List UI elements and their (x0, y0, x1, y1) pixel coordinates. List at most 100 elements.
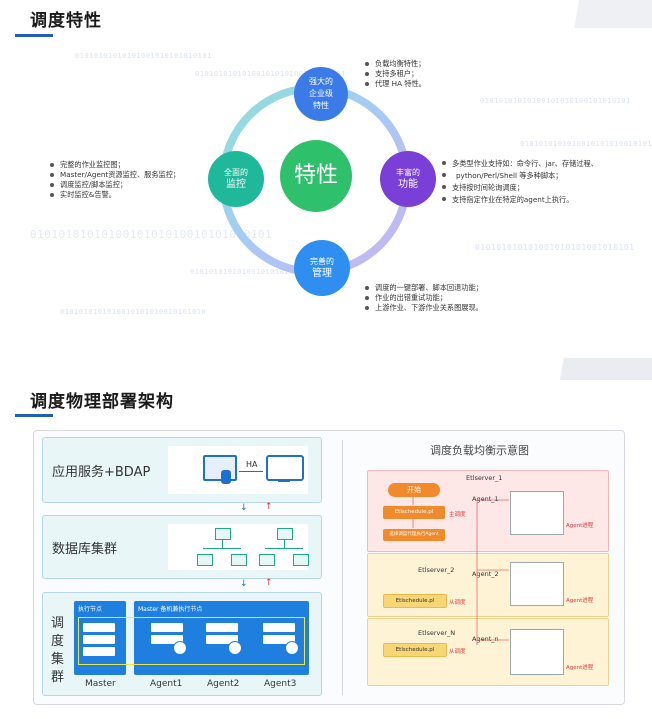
ha-label: HA (246, 460, 258, 469)
agent-name: Agent_1 (472, 495, 499, 503)
hand-icon (221, 470, 231, 484)
agent-role: Agent进程 (566, 523, 594, 529)
feature-top-line3: 特性 (313, 101, 329, 110)
dispatch-node: 选择调度代理执行Agent (383, 529, 445, 541)
agent-process-box (510, 562, 564, 606)
center-feature-circle: 特性 (280, 140, 352, 212)
app-service-box: 应用服务+BDAP HA (42, 437, 322, 503)
server-panel-2: Etlserver_2 Agent_2 Etlschedule.pl 从调度 A… (367, 553, 609, 617)
scheduler-node: Etlschedule.pl (383, 643, 447, 657)
start-node: 开始 (388, 483, 440, 497)
feature-top-line2: 企业级 (309, 89, 333, 98)
agent-role: Agent进程 (566, 665, 594, 671)
highlight-frame (78, 617, 305, 665)
scheduler-role: 从调度 (449, 600, 466, 606)
database-cluster-label: 数据库集群 (52, 542, 118, 557)
load-balance-title: 调度负载均衡示意图 (430, 444, 529, 457)
corner-decoration (545, 0, 652, 28)
binary-decoration: 01010101010100101010100101010101 (520, 140, 652, 148)
agent-name: Agent_2 (472, 570, 499, 578)
list-item: 多类型作业支持如：命令行、jar、存储过程、 (442, 158, 598, 170)
list-item: 调度的一键部署、脚本回退功能； (365, 283, 483, 293)
exec-node-label: 执行节点 (78, 606, 103, 613)
scheduler-role: 从调度 (449, 649, 466, 655)
server-icon (263, 623, 299, 657)
monitor-stand (278, 479, 290, 482)
server-name: Etlserver_N (418, 629, 456, 637)
feature-list-top: 负载均衡特性； 支持多租户； 代理 HA 特性。 (365, 59, 426, 89)
list-item: 支持多租户； (365, 69, 426, 79)
feature-circle-bottom: 完善的 管理 (294, 240, 350, 296)
server-icon (206, 623, 242, 657)
server-icon (151, 623, 187, 657)
feature-bottom-line1: 完善的 (310, 257, 334, 266)
agent-name: Agent_n (472, 635, 499, 643)
scheduler-role: 主调度 (449, 512, 466, 518)
feature-list-bottom: 调度的一键部署、脚本回退功能； 作业的出错重试功能； 上游作业、下游作业关系图展… (365, 283, 483, 313)
section-title-architecture: 调度物理部署架构 (30, 392, 174, 412)
binary-decoration: 0101010101010010101010010101010 (60, 308, 207, 316)
down-arrow: ↓ (240, 579, 248, 589)
monitor-icon (266, 455, 304, 481)
down-arrow: ↓ (240, 503, 248, 513)
agent-process-box (510, 629, 564, 675)
binary-decoration: 01010101010101001010101010101 (75, 52, 212, 60)
center-label: 特性 (293, 163, 338, 188)
up-arrow: ↑ (265, 502, 273, 512)
section-underline (15, 34, 53, 37)
list-item: 完整的作业监控图； (50, 160, 180, 170)
feature-left-line2: 监控 (226, 179, 246, 190)
binary-decoration: 010101010101001010101001010101 (475, 243, 635, 252)
feature-left-line1: 全面的 (224, 168, 248, 177)
feature-list-right: 多类型作业支持如：命令行、jar、存储过程、 python/Perl/Shell… (442, 158, 598, 206)
feature-right-line2: 功能 (398, 179, 418, 190)
list-item: 支持指定作业在特定的agent上执行。 (442, 194, 598, 206)
network-icon (255, 528, 315, 568)
node-label-agent1: Agent1 (150, 679, 183, 689)
list-item: 负载均衡特性； (365, 59, 426, 69)
list-item: 调度监控/脚本监控； (50, 180, 180, 190)
app-service-label: 应用服务+BDAP (52, 465, 151, 480)
arrow-line (239, 471, 263, 472)
server-panel-n: Etlserver_N Agent_n Etlschedule.pl 从调度 A… (367, 618, 609, 686)
list-item: python/Perl/Shell 等多种脚本； (442, 170, 598, 182)
agent-process-box (510, 491, 564, 535)
list-item: 实时监控&告警。 (50, 190, 180, 200)
server-icon (83, 623, 115, 657)
list-item: 作业的出错重试功能； (365, 293, 483, 303)
binary-decoration: 0101010101010010101010 (190, 268, 294, 276)
binary-decoration: 01010101010100101010100101010101 (480, 97, 631, 105)
list-item: 上游作业、下游作业关系图展现。 (365, 303, 483, 313)
feature-top-line1: 强大的 (309, 77, 333, 86)
feature-circle-right: 丰富的 功能 (380, 151, 436, 207)
node-label-master: Master (85, 679, 116, 689)
feature-circle-top: 强大的 企业级 特性 (294, 67, 348, 121)
binary-decoration: 0101010101010010101010010101010101 (30, 228, 273, 241)
server-panel-1: Etlserver_1 Agent_1 开始 Etlschedule.pl 主调… (367, 470, 609, 552)
list-item: 支持按时间轮询调度； (442, 182, 598, 194)
server-name: Etlserver_1 (466, 474, 503, 482)
binary-decoration: 01010101010100101010100101010101 (195, 70, 346, 78)
section-title-features: 调度特性 (30, 11, 102, 31)
list-item: Master/Agent资源监控、服务监控； (50, 170, 180, 180)
list-item: 代理 HA 特性。 (365, 79, 426, 89)
dashboard-icon (203, 455, 237, 481)
node-label-agent3: Agent3 (264, 679, 297, 689)
agent-role: Agent进程 (566, 598, 594, 604)
scheduler-node: Etlschedule.pl (383, 506, 445, 519)
scheduler-node: Etlschedule.pl (383, 594, 447, 608)
corner-decoration (540, 358, 652, 380)
feature-bottom-line2: 管理 (312, 268, 332, 279)
scheduler-cluster-box: 调度集群 执行节点 Master 备机兼执行节点 Master Agent1 A… (42, 592, 322, 696)
feature-right-line1: 丰富的 (396, 168, 420, 177)
database-cluster-box: 数据库集群 (42, 515, 322, 579)
divider (342, 440, 343, 695)
feature-circle-left: 全面的 监控 (208, 151, 264, 207)
feature-list-left: 完整的作业监控图； Master/Agent资源监控、服务监控； 调度监控/脚本… (50, 160, 180, 200)
master-exec-label: Master 备机兼执行节点 (138, 606, 203, 613)
network-icon (193, 528, 253, 568)
up-arrow: ↑ (265, 578, 273, 588)
connector-lines (412, 496, 509, 645)
section-underline (15, 414, 53, 417)
scheduler-cluster-label: 调度集群 (51, 616, 65, 685)
